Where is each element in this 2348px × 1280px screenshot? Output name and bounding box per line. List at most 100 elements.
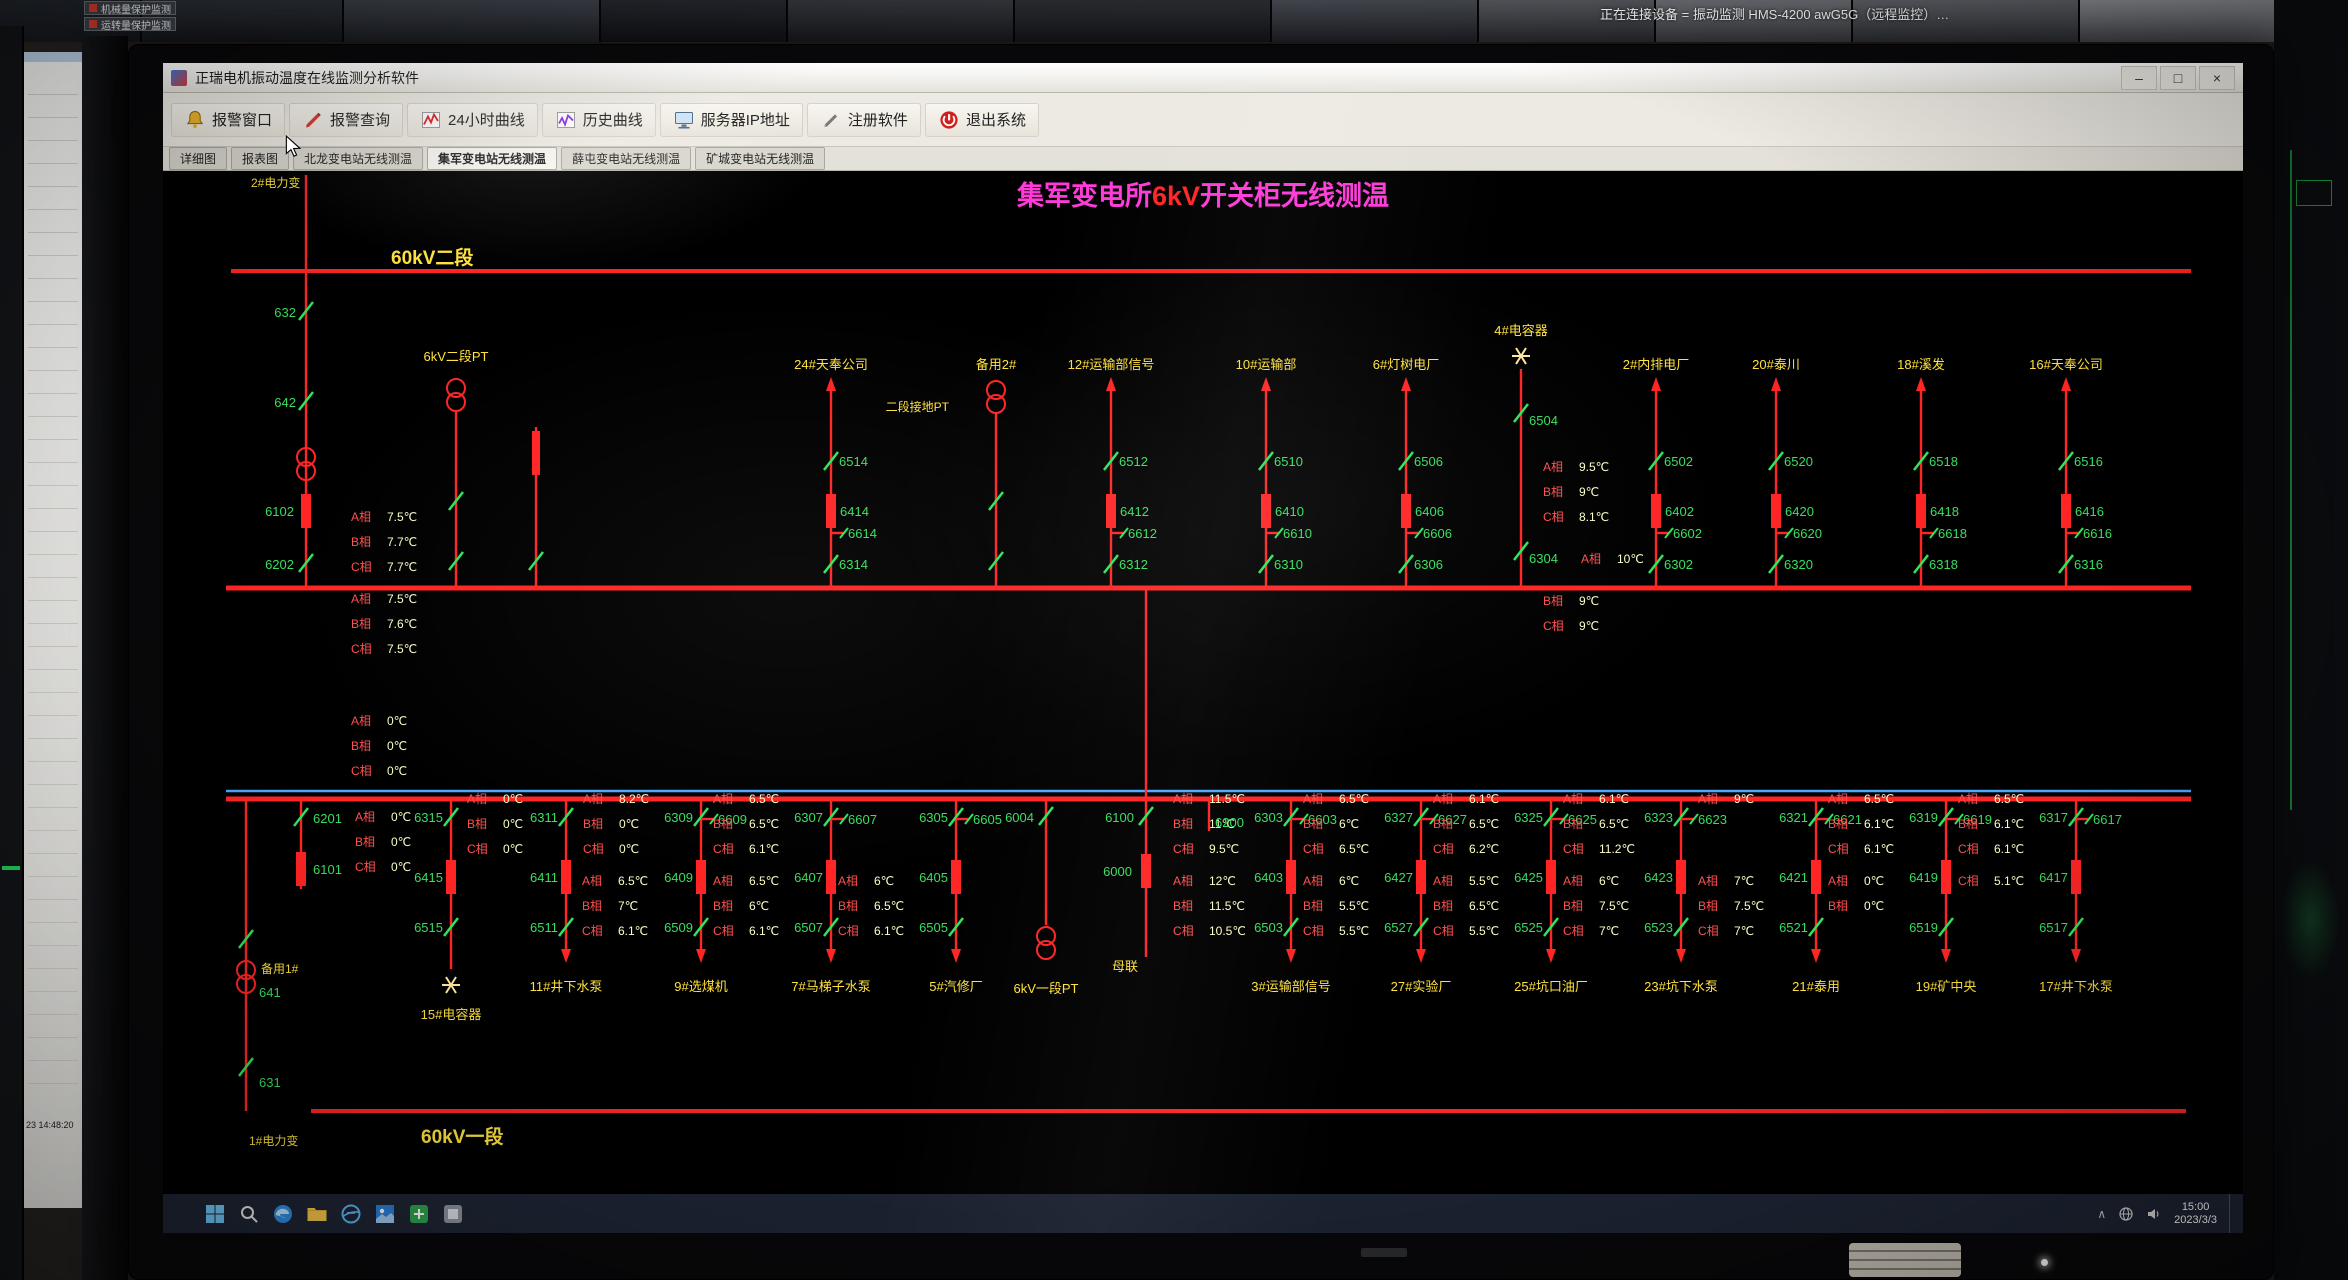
diagram-title-text: 集军变电所6kV开关柜无线测温 [1016,180,1389,211]
show-desktop-button[interactable] [2229,1193,2235,1233]
svg-text:6.5℃: 6.5℃ [1599,817,1629,831]
tab-矿城变电站无线测温[interactable]: 矿城变电站无线测温 [695,147,826,170]
svg-text:6#灯树电厂: 6#灯树电厂 [1373,357,1439,372]
maximize-button[interactable]: □ [2160,65,2196,90]
tab-薛屯变电站无线测温[interactable]: 薛屯变电站无线测温 [561,147,692,170]
svg-text:6414: 6414 [840,504,869,519]
tab-详细图[interactable]: 详细图 [169,147,228,170]
toolbar-button-label: 历史曲线 [582,112,643,129]
svg-text:6325: 6325 [1514,810,1543,825]
minimize-button[interactable]: – [2121,65,2157,90]
svg-text:631: 631 [259,1075,281,1090]
tab-集军变电站无线测温[interactable]: 集军变电站无线测温 [427,147,558,170]
svg-text:6200: 6200 [1215,815,1244,830]
svg-text:6307: 6307 [794,810,823,825]
gray-app-icon[interactable] [439,1200,467,1228]
photos-icon[interactable] [371,1200,399,1228]
video-wall-cell [1479,0,1654,42]
alarm-query-icon [302,109,324,131]
green-app-icon[interactable] [405,1200,433,1228]
svg-text:7℃: 7℃ [1599,924,1619,938]
svg-text:B相: B相 [1173,899,1193,913]
toolbar-button-注册软件[interactable]: 注册软件 [806,102,921,137]
folder-icon[interactable] [303,1200,331,1228]
svg-text:A相: A相 [351,510,371,524]
network-icon[interactable] [2118,1206,2134,1222]
svg-text:6623: 6623 [1698,812,1727,827]
svg-text:A相: A相 [1698,792,1718,806]
search-icon[interactable] [235,1200,263,1228]
svg-text:B相: B相 [1563,899,1583,913]
svg-text:C相: C相 [1433,924,1454,938]
video-wall-cell [344,0,599,42]
svg-text:6406: 6406 [1415,504,1444,519]
svg-text:5.5℃: 5.5℃ [1339,899,1369,913]
mini-window-1[interactable]: 机械量保护监测 [84,1,176,16]
svg-text:6302: 6302 [1664,557,1693,572]
svg-text:6527: 6527 [1384,920,1413,935]
svg-text:A相: A相 [1303,792,1323,806]
svg-text:6.5℃: 6.5℃ [618,874,648,888]
svg-text:6627: 6627 [1438,812,1467,827]
svg-text:6509: 6509 [664,920,693,935]
svg-text:9℃: 9℃ [1579,485,1599,499]
toolbar-button-报警窗口[interactable]: 报警窗口 [171,102,286,137]
svg-text:7℃: 7℃ [1734,874,1754,888]
svg-text:6605: 6605 [973,812,1002,827]
close-button[interactable]: × [2199,65,2235,90]
curve-24h-icon [420,109,442,131]
toolbar-button-退出系统[interactable]: 退出系统 [924,102,1039,137]
start-icon[interactable] [201,1200,229,1228]
system-tray: ∧ 15:00 2023/3/3 [2097,1193,2243,1233]
svg-text:6512: 6512 [1119,454,1148,469]
diagram-title: 集军变电所6kV开关柜无线测温 [1016,180,1389,211]
svg-text:6607: 6607 [848,812,877,827]
svg-text:16#天奉公司: 16#天奉公司 [2029,357,2103,372]
toolbar-button-label: 注册软件 [847,112,908,129]
svg-text:6502: 6502 [1664,454,1693,469]
svg-text:6004: 6004 [1005,810,1034,825]
toolbar-button-服务器IP地址[interactable]: 服务器IP地址 [659,102,803,137]
mini-window-2[interactable]: 运转量保护监测 [84,17,176,32]
taskbar-icons [201,1200,467,1228]
svg-text:6304: 6304 [1529,551,1558,566]
svg-text:6417: 6417 [2039,870,2068,885]
toolbar-button-24小时曲线[interactable]: 24小时曲线 [407,102,538,137]
svg-text:6427: 6427 [1384,870,1413,885]
ie-icon[interactable] [337,1200,365,1228]
svg-text:A相: A相 [1828,792,1848,806]
green-line [2290,150,2292,810]
svg-text:6.5℃: 6.5℃ [749,817,779,831]
svg-text:6.5℃: 6.5℃ [749,792,779,806]
svg-text:6411: 6411 [530,870,558,885]
svg-text:6.5℃: 6.5℃ [1469,817,1499,831]
green-box [2296,180,2332,206]
toolbar-button-报警查询[interactable]: 报警查询 [289,102,404,137]
svg-text:C相: C相 [1828,842,1849,856]
tab-报表图[interactable]: 报表图 [231,147,290,170]
taskbar-clock[interactable]: 15:00 2023/3/3 [2174,1201,2217,1227]
svg-text:6520: 6520 [1784,454,1813,469]
svg-text:7.5℃: 7.5℃ [387,642,417,656]
edge-icon[interactable] [269,1200,297,1228]
volume-icon[interactable] [2146,1206,2162,1222]
svg-text:18#溪发: 18#溪发 [1897,357,1945,372]
svg-text:6.5℃: 6.5℃ [749,874,779,888]
svg-text:9.5℃: 9.5℃ [1579,460,1609,474]
svg-text:B相: B相 [1173,817,1193,831]
video-wall-cell [788,0,1013,42]
toolbar-button-历史曲线[interactable]: 历史曲线 [541,102,656,137]
svg-text:A相: A相 [1698,874,1718,888]
svg-text:B相: B相 [1543,594,1563,608]
svg-text:B相: B相 [583,817,603,831]
svg-text:C相: C相 [1958,842,1979,856]
tab-北龙变电站无线测温[interactable]: 北龙变电站无线测温 [293,147,424,170]
register-icon [820,109,842,131]
svg-text:B相: B相 [1698,899,1718,913]
svg-text:6421: 6421 [1779,870,1808,885]
alert-icon [89,20,97,28]
tray-chevron-icon[interactable]: ∧ [2097,1206,2107,1221]
